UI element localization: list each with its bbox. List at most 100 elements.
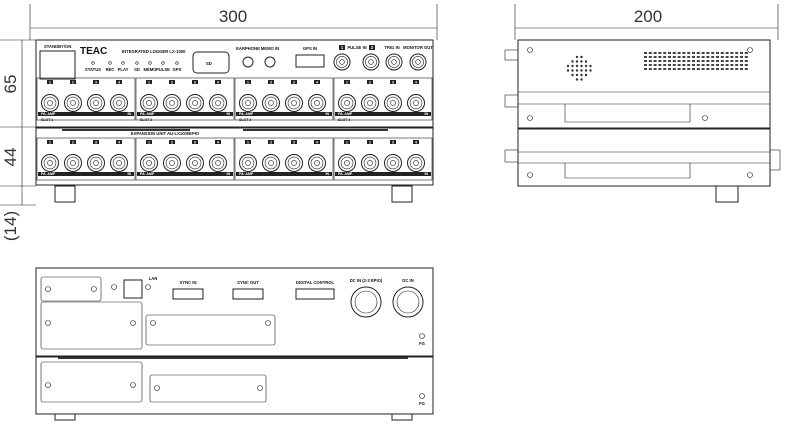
channel-number: 4 (118, 80, 120, 84)
pulse-in-1-bnc[interactable] (333, 53, 351, 71)
channel-input-bnc[interactable] (110, 154, 128, 172)
sync-out-connector[interactable] (232, 288, 264, 300)
led-label: PULSE (156, 67, 170, 72)
side-view (504, 39, 781, 203)
channel-badge (116, 140, 122, 144)
memo-in-label: MEMO IN (261, 46, 279, 51)
input-slot (36, 77, 136, 121)
channel-badge (390, 140, 396, 144)
channel-input-bnc[interactable] (87, 94, 105, 112)
bnc-ring (211, 156, 225, 170)
screw-icon (419, 333, 425, 339)
channel-input-bnc[interactable] (407, 94, 425, 112)
bnc-center (344, 160, 350, 166)
channel-input-bnc[interactable] (262, 94, 280, 112)
bnc-center (70, 100, 76, 106)
screw-icon (265, 320, 271, 326)
channel-input-bnc[interactable] (140, 154, 158, 172)
channel-input-bnc[interactable] (41, 94, 59, 112)
digital-control-connector[interactable] (295, 288, 335, 300)
channel-number: 4 (316, 80, 318, 84)
dc-in-connector[interactable] (392, 286, 424, 318)
sd-card-slot[interactable] (192, 51, 230, 74)
led-label: SD (134, 67, 140, 72)
vent-hole (580, 64, 583, 68)
vent-slot (687, 60, 691, 62)
channel-input-bnc[interactable] (64, 94, 82, 112)
vent-slot (682, 68, 686, 70)
fg-label-lower: FG (419, 401, 425, 406)
channel-badge (146, 140, 152, 144)
vent-hole (589, 69, 592, 72)
standby-label: STANDBY/ON (44, 44, 71, 49)
vent-slot (740, 52, 743, 54)
slot-bar-left-label: PA. AMP (41, 112, 56, 116)
channel-input-bnc[interactable] (308, 94, 326, 112)
vent-slot (682, 60, 686, 62)
vent-slot (740, 68, 743, 70)
bnc-center (93, 100, 99, 106)
front-view (35, 39, 434, 203)
vent-slot (701, 64, 705, 66)
channel-badge (192, 140, 198, 144)
lan-label: LAN (149, 276, 158, 281)
channel-badge (268, 140, 274, 144)
channel-badge (116, 80, 122, 84)
channel-input-bnc[interactable] (338, 94, 356, 112)
channel-input-bnc[interactable] (209, 154, 227, 172)
channel-input-bnc[interactable] (285, 94, 303, 112)
channel-input-bnc[interactable] (163, 94, 181, 112)
vent-hole (575, 73, 579, 77)
bnc-center (367, 160, 373, 166)
vent-slot (648, 52, 652, 54)
channel-input-bnc[interactable] (361, 94, 379, 112)
channel-badge (291, 140, 297, 144)
monitor-out-bnc[interactable] (409, 53, 427, 71)
pulse-in-2-bnc[interactable] (362, 53, 380, 71)
earphone-label: EARPHONE (236, 46, 260, 51)
dc-in-epio-connector[interactable] (350, 286, 382, 318)
dimension-width-side: 200 (634, 7, 662, 26)
screw-icon (45, 382, 51, 388)
channel-input-bnc[interactable] (384, 94, 402, 112)
channel-input-bnc[interactable] (209, 94, 227, 112)
channel-input-bnc[interactable] (41, 154, 59, 172)
bnc-ring (66, 96, 80, 110)
channel-input-bnc[interactable] (338, 154, 356, 172)
slot-bar (335, 112, 431, 116)
standby-button[interactable] (39, 50, 76, 80)
digital-control-label: DIGITAL CONTROL (296, 280, 335, 285)
memo-in-jack[interactable] (264, 56, 276, 68)
sync-in-connector[interactable] (172, 288, 204, 300)
led-label: STATUS (85, 67, 101, 72)
channel-input-bnc[interactable] (308, 154, 326, 172)
slot-label: SLOT 2 (140, 118, 152, 122)
channel-input-bnc[interactable] (87, 154, 105, 172)
vent-hole (571, 73, 574, 77)
monitor-out-label: MONITOR OUT (403, 45, 433, 50)
channel-input-bnc[interactable] (140, 94, 158, 112)
channel-input-bnc[interactable] (361, 154, 379, 172)
channel-badge (47, 140, 53, 144)
earphone-jack[interactable] (242, 56, 254, 68)
channel-input-bnc[interactable] (186, 154, 204, 172)
trig-in-bnc[interactable] (385, 53, 403, 71)
channel-input-bnc[interactable] (407, 154, 425, 172)
slot-bar-left-label: PA. AMP (239, 112, 254, 116)
channel-input-bnc[interactable] (110, 94, 128, 112)
channel-input-bnc[interactable] (384, 154, 402, 172)
bnc-center (314, 160, 320, 166)
channel-number: 4 (217, 140, 219, 144)
channel-input-bnc[interactable] (262, 154, 280, 172)
channel-input-bnc[interactable] (186, 94, 204, 112)
lan-port[interactable] (123, 279, 143, 299)
vent-slot (735, 56, 739, 58)
channel-input-bnc[interactable] (239, 94, 257, 112)
channel-input-bnc[interactable] (285, 154, 303, 172)
vent-slot (701, 52, 705, 54)
channel-input-bnc[interactable] (239, 154, 257, 172)
slot-bar-left-label: PA. AMP (338, 112, 353, 116)
channel-input-bnc[interactable] (163, 154, 181, 172)
bnc-ring (310, 156, 324, 170)
channel-input-bnc[interactable] (64, 154, 82, 172)
